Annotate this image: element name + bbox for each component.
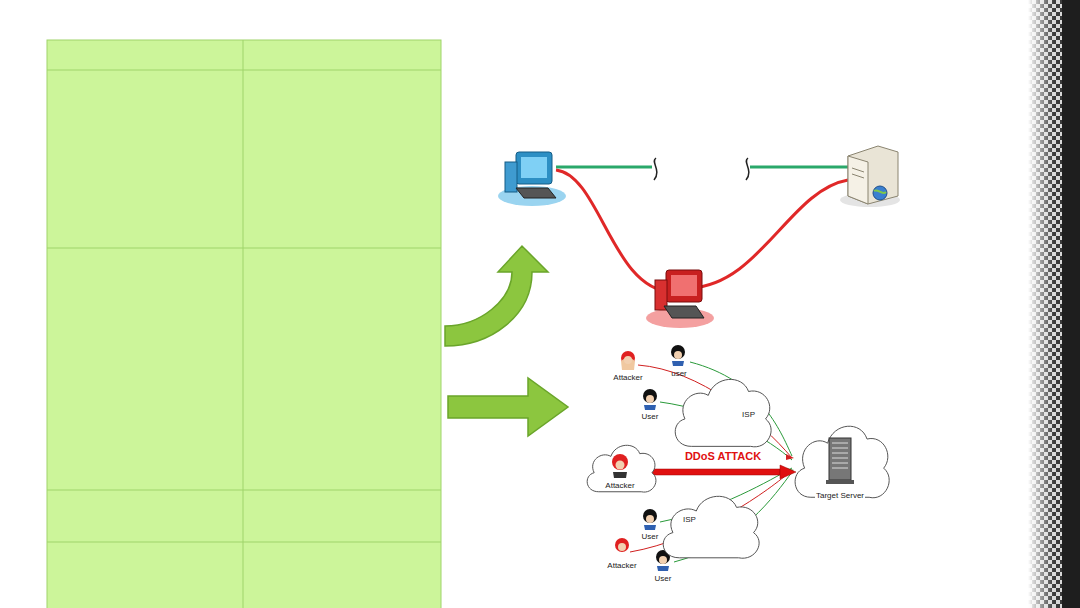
server-slot (832, 443, 848, 444)
border-fade (1028, 0, 1054, 608)
cloud-path (675, 379, 771, 446)
edge-label: DDoS ATTACK (685, 450, 761, 462)
cloud-label: ISP (682, 516, 697, 525)
ddos-arrow (650, 465, 796, 479)
cloud-label: Target Server (815, 492, 865, 501)
server-base (826, 480, 854, 484)
cloud-node: Target Server (788, 412, 892, 516)
cloud-path (663, 496, 759, 558)
cloud-node: Attacker (582, 436, 658, 504)
server-slot (832, 453, 848, 454)
person-label: User (642, 413, 659, 422)
attacker-face (616, 461, 625, 470)
person-label: Attacker (613, 374, 642, 383)
person-label: user (671, 370, 687, 379)
cloud-path (587, 445, 656, 492)
server-slot (832, 448, 848, 449)
mitm-illustration (498, 146, 900, 328)
person-icon (582, 436, 658, 504)
attacker-hair (612, 454, 628, 470)
green-table (47, 40, 441, 608)
cloud-outline (668, 366, 774, 464)
person-label: Attacker (607, 562, 636, 571)
straight-arrow (448, 378, 568, 436)
cloud-path (795, 426, 889, 498)
server-slot (832, 468, 848, 469)
border-dark (1062, 0, 1080, 608)
curved-arrow (445, 246, 548, 346)
cloud-label: Attacker (604, 482, 635, 491)
attacker-body (613, 472, 627, 478)
server-slot (832, 463, 848, 464)
server-case (829, 438, 851, 480)
server-slot (832, 458, 848, 459)
cloud-label: ISP (741, 411, 756, 420)
cloud-node: ISP (656, 484, 762, 574)
arrow-head (780, 465, 796, 479)
cloud-node: ISP (668, 366, 774, 464)
cloud-outline (656, 484, 762, 574)
person-label: User (642, 533, 659, 542)
person-label: User (655, 575, 672, 584)
arrow-shaft (650, 469, 780, 475)
server-icon (788, 412, 892, 516)
checker-border (1028, 0, 1080, 608)
